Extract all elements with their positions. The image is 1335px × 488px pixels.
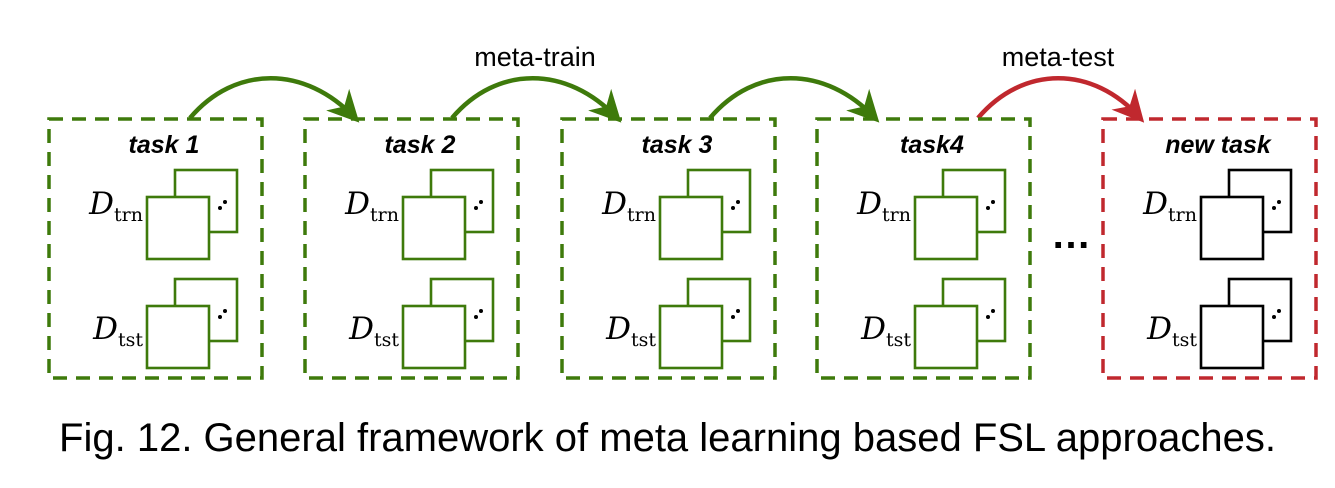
train-set-stack-dot (223, 200, 227, 204)
train-set-label: Dtrn (88, 186, 143, 226)
test-set-stack (401, 277, 495, 370)
train-set-stack (1199, 168, 1293, 261)
train-set-stack-dot (1272, 206, 1276, 210)
train-set-label: Dtrn (856, 186, 911, 226)
train-set-stack-front-square (658, 195, 724, 261)
test-set-label: Dtst (1146, 311, 1197, 351)
task-frame (47, 117, 264, 380)
task-title: task 3 (642, 131, 713, 159)
test-set-stack-dot (474, 315, 478, 319)
test-set-stack-front-square (913, 304, 979, 370)
task-title: new task (1165, 131, 1272, 159)
train-set-stack-dot (991, 200, 995, 204)
figure-caption: Fig. 12. General framework of meta learn… (59, 416, 1276, 460)
train-set-label: Dtrn (344, 186, 399, 226)
test-set-label: Dtst (860, 311, 911, 351)
train-set-stack-dot (1277, 200, 1281, 204)
test-set-stack-dot (986, 315, 990, 319)
meta-train-arrow-3 (708, 76, 880, 123)
task-title: task 2 (385, 131, 456, 159)
train-set-label: Dtrn (601, 186, 656, 226)
train-set-stack (145, 168, 239, 261)
meta-train-arrow-2 (450, 76, 622, 123)
meta-test-arrow (976, 76, 1145, 123)
task-frame (1101, 117, 1318, 380)
meta-train-label: meta-train (474, 42, 596, 72)
test-set-stack-front-square (401, 304, 467, 370)
test-set-stack-dot (218, 315, 222, 319)
task-title: task4 (900, 131, 964, 159)
train-set-label: Dtrn (1142, 186, 1197, 226)
meta-test-label: meta-test (1002, 42, 1115, 72)
test-set-stack-dot (736, 309, 740, 313)
test-set-stack-dot (223, 309, 227, 313)
train-set-stack-dot (736, 200, 740, 204)
train-set-stack-front-square (913, 195, 979, 261)
ellipsis-dots: … (1051, 213, 1091, 257)
test-set-stack (913, 277, 1007, 370)
test-set-stack-front-square (1199, 304, 1265, 370)
task-frame (560, 117, 777, 380)
test-set-stack-dot (1277, 309, 1281, 313)
train-set-stack (913, 168, 1007, 261)
test-set-stack (145, 277, 239, 370)
train-set-stack (401, 168, 495, 261)
task-frame (303, 117, 520, 380)
task-title: task 1 (129, 131, 200, 159)
train-set-stack (658, 168, 752, 261)
train-set-stack-dot (218, 206, 222, 210)
test-set-stack-dot (479, 309, 483, 313)
test-set-stack-front-square (145, 304, 211, 370)
train-set-stack-front-square (1199, 195, 1265, 261)
train-set-stack-front-square (401, 195, 467, 261)
test-set-stack (1199, 277, 1293, 370)
train-set-stack-dot (474, 206, 478, 210)
task-frame (815, 117, 1032, 380)
test-set-stack (658, 277, 752, 370)
train-set-stack-dot (731, 206, 735, 210)
test-set-stack-dot (991, 309, 995, 313)
train-set-stack-dot (479, 200, 483, 204)
test-set-label: Dtst (92, 311, 143, 351)
test-set-stack-dot (1272, 315, 1276, 319)
test-set-stack-dot (731, 315, 735, 319)
meta-train-arrow-1 (188, 76, 360, 123)
train-set-stack-dot (986, 206, 990, 210)
test-set-stack-front-square (658, 304, 724, 370)
test-set-label: Dtst (348, 311, 399, 351)
test-set-label: Dtst (605, 311, 656, 351)
train-set-stack-front-square (145, 195, 211, 261)
